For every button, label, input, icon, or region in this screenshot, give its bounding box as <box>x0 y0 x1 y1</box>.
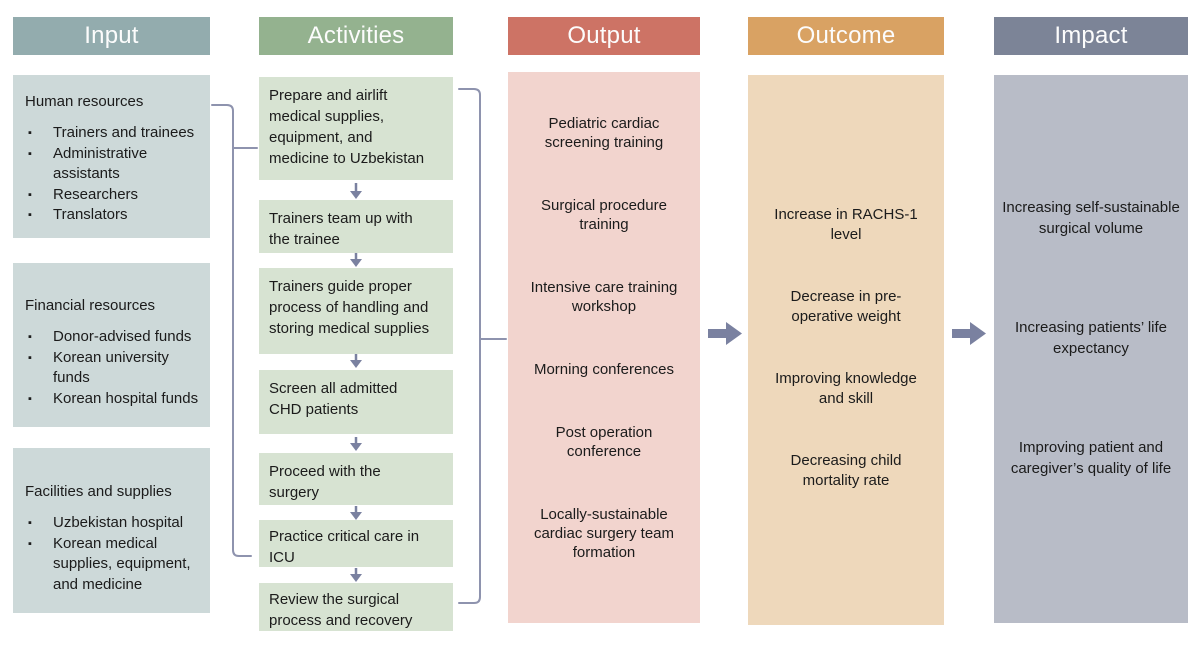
output-panel: Pediatric cardiac screening training Sur… <box>508 72 700 623</box>
down-arrow-icon <box>350 354 362 368</box>
list-item: Uzbekistan hospital <box>25 513 206 534</box>
output-item: Pediatric cardiac screening training <box>544 115 664 151</box>
list-item: Korean medical supplies, equipment, and … <box>25 534 206 596</box>
outcome-item: Decreasing child mortality rate <box>790 452 902 489</box>
list-item: Korean university funds <box>25 348 206 389</box>
outcome-panel: Increase in RACHS-1 level Decrease in pr… <box>748 75 944 625</box>
down-arrow-icon <box>350 568 362 582</box>
column-header-output: Output <box>508 17 700 55</box>
input-box-facilities-supplies: Facilities and supplies Uzbekistan hospi… <box>13 448 210 613</box>
output-item: Locally-sustainable cardiac surgery team… <box>533 506 675 561</box>
list-item: Administrative assistants <box>25 144 206 185</box>
input-box-title: Facilities and supplies <box>25 483 172 500</box>
list-item: Translators <box>25 205 206 226</box>
activity-step-4: Screen all admitted CHD patients <box>259 370 453 434</box>
input-box-financial-resources: Financial resources Donor-advised funds … <box>13 263 210 427</box>
activity-step-7: Review the surgical process and recovery <box>259 583 453 631</box>
input-box-title: Financial resources <box>25 297 156 314</box>
column-header-impact: Impact <box>994 17 1188 55</box>
down-arrow-icon <box>350 437 362 451</box>
list-item: Donor-advised funds <box>25 327 206 348</box>
column-header-input: Input <box>13 17 210 55</box>
column-header-activities: Activities <box>259 17 453 55</box>
list-item: Trainers and trainees <box>25 123 206 144</box>
output-item: Post operation conference <box>555 424 653 460</box>
activity-step-1: Prepare and airlift medical supplies, eq… <box>259 77 453 180</box>
down-arrow-icon <box>350 253 362 267</box>
down-arrow-icon <box>350 506 362 520</box>
list-item: Researchers <box>25 185 206 206</box>
input-box-title: Human resources <box>25 93 144 110</box>
input-box-list: Uzbekistan hospital Korean medical suppl… <box>25 513 206 595</box>
column-header-outcome: Outcome <box>748 17 944 55</box>
activity-step-5: Proceed with the surgery <box>259 453 453 505</box>
output-item: Surgical procedure training <box>541 197 667 233</box>
impact-panel: Increasing self-sustainable surgical vol… <box>994 75 1188 623</box>
output-to-outcome-arrow-icon <box>708 322 742 345</box>
impact-item: Increasing patients’ life expectancy <box>1014 319 1168 357</box>
activity-step-2: Trainers team up with the trainee <box>259 200 453 253</box>
brace-input-to-activities <box>211 104 258 557</box>
down-arrow-icon <box>350 183 362 199</box>
brace-activities-to-output <box>458 88 507 604</box>
impact-item: Improving patient and caregiver’s qualit… <box>1010 439 1172 477</box>
input-box-human-resources: Human resources Trainers and trainees Ad… <box>13 75 210 238</box>
output-item: Intensive care training workshop <box>530 279 678 315</box>
list-item: Korean hospital funds <box>25 389 206 410</box>
output-item: Morning conferences <box>533 361 675 378</box>
outcome-item: Increase in RACHS-1 level <box>774 206 918 243</box>
activity-step-3: Trainers guide proper process of handlin… <box>259 268 453 354</box>
outcome-item: Decrease in pre-operative weight <box>790 288 902 325</box>
impact-item: Increasing self-sustainable surgical vol… <box>1002 199 1180 237</box>
activity-step-6: Practice critical care in ICU <box>259 520 453 567</box>
outcome-item: Improving knowledge and skill <box>775 370 917 407</box>
input-box-list: Trainers and trainees Administrative ass… <box>25 123 206 226</box>
outcome-to-impact-arrow-icon <box>952 322 986 345</box>
input-box-list: Donor-advised funds Korean university fu… <box>25 327 206 409</box>
